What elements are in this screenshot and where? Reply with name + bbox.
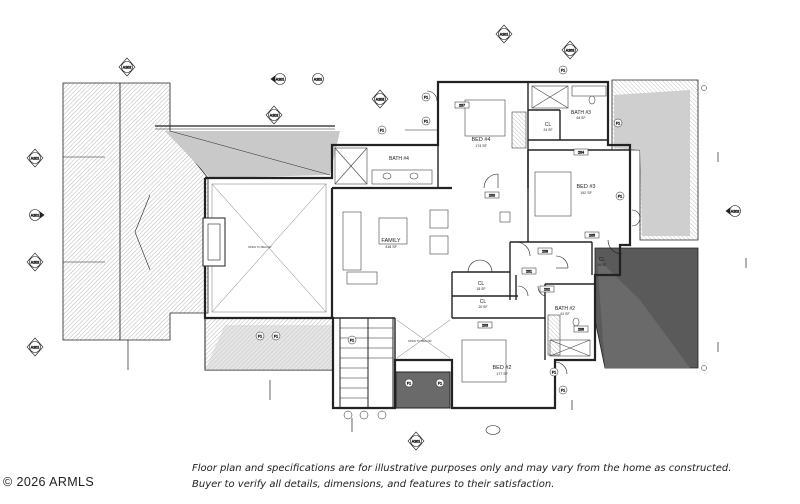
room-labels: BED #4 174 SF BATH #4 BATH #3 64 SF CL 2… xyxy=(381,110,606,376)
bath-fixtures xyxy=(334,85,607,357)
open-to-below-left xyxy=(202,183,327,313)
room-area: 61 SF xyxy=(560,312,569,316)
disclaimer-line-2: Buyer to verify all details, dimensions,… xyxy=(192,479,555,490)
svg-text:F1: F1 xyxy=(424,95,428,99)
svg-text:F1: F1 xyxy=(407,381,411,385)
svg-text:200: 200 xyxy=(489,194,495,198)
room-area: 64 SF xyxy=(576,116,585,120)
svg-text:203: 203 xyxy=(482,324,488,328)
grid-ticks xyxy=(127,152,747,432)
svg-text:F1: F1 xyxy=(616,121,620,125)
svg-text:A202: A202 xyxy=(376,98,384,102)
open-to-below-stair xyxy=(396,319,451,359)
disclaimer: Floor plan and specifications are for il… xyxy=(192,461,752,493)
svg-text:F1: F1 xyxy=(274,334,278,338)
svg-text:F1: F1 xyxy=(438,381,442,385)
svg-text:F1: F1 xyxy=(424,119,428,123)
note: OPEN TO BELOW xyxy=(248,245,272,249)
room-name: BED #3 xyxy=(577,184,596,190)
room-area: 192 SF xyxy=(580,191,592,195)
svg-text:202: 202 xyxy=(544,288,550,292)
svg-text:A201: A201 xyxy=(31,157,39,161)
svg-text:208: 208 xyxy=(542,250,548,254)
svg-text:A202: A202 xyxy=(31,261,39,265)
room-name: FAMILY xyxy=(381,238,400,244)
svg-text:A201: A201 xyxy=(276,78,284,82)
svg-text:201: 201 xyxy=(526,270,532,274)
svg-text:204: 204 xyxy=(578,151,584,155)
stairs xyxy=(339,317,394,409)
door-tags: 200 201 202 203 204 205 206 207 208 xyxy=(454,101,600,333)
svg-text:A202: A202 xyxy=(123,66,131,70)
svg-text:A201: A201 xyxy=(314,78,322,82)
left-roof xyxy=(62,82,335,341)
svg-text:F1: F1 xyxy=(561,68,565,72)
section-markers: A202 A201 A201 A202 A202 A201 A202 A201 … xyxy=(26,24,741,451)
storage-box xyxy=(395,371,451,409)
note: OPEN TO BELOW xyxy=(408,339,432,343)
room-name: BED #4 xyxy=(472,137,491,143)
room-area: 174 SF xyxy=(475,144,487,148)
room-name: BATH #2 xyxy=(555,306,575,312)
room-area: 418 SF xyxy=(385,245,397,249)
svg-text:F1: F1 xyxy=(258,334,262,338)
svg-text:F1: F1 xyxy=(618,194,622,198)
room-name: BATH #4 xyxy=(389,156,409,162)
room-name: CL xyxy=(545,122,552,128)
svg-text:F1: F1 xyxy=(552,370,556,374)
room-name: CL xyxy=(480,299,487,305)
svg-text:A202: A202 xyxy=(270,114,278,118)
room-area: 24 SF xyxy=(543,128,552,132)
disclaimer-line-1: Floor plan and specifications are for il… xyxy=(192,463,732,474)
svg-text:F1: F1 xyxy=(350,338,354,342)
svg-text:205: 205 xyxy=(589,234,595,238)
right-roof-upper xyxy=(611,79,699,241)
svg-text:A201: A201 xyxy=(500,33,508,37)
beds xyxy=(461,99,572,383)
copyright-text: 2026 ARMLS xyxy=(16,475,95,489)
svg-text:F1: F1 xyxy=(380,128,384,132)
room-area: 26 SF xyxy=(597,263,606,267)
room-area: 177 SF xyxy=(496,372,508,376)
room-name: CL xyxy=(478,281,485,287)
svg-text:A202: A202 xyxy=(731,210,739,214)
svg-text:A201: A201 xyxy=(31,346,39,350)
room-area: 20 SF xyxy=(478,305,487,309)
svg-text:A201: A201 xyxy=(412,440,420,444)
plan-notes: OPEN TO BELOW OPEN TO BELOW xyxy=(248,245,432,343)
door-swings xyxy=(426,90,641,375)
svg-text:A201: A201 xyxy=(31,214,39,218)
copyright-watermark: © 2026 ARMLS xyxy=(3,475,95,489)
room-name: BED #2 xyxy=(493,365,512,371)
room-name: CL xyxy=(599,257,606,263)
column-markers xyxy=(343,85,707,420)
svg-text:A202: A202 xyxy=(566,49,574,53)
svg-text:207: 207 xyxy=(459,104,465,108)
svg-text:206: 206 xyxy=(578,328,584,332)
window-tags: F1 F1 F1 F1 F1 F1 F1 F1 F1 F1 F1 F1 F1 xyxy=(255,65,625,395)
family-furniture xyxy=(342,209,511,285)
right-roof-lower xyxy=(594,247,699,369)
room-name: BATH #3 xyxy=(571,110,591,116)
svg-text:F1: F1 xyxy=(561,388,565,392)
roof-shade-top xyxy=(165,131,340,178)
room-area: 18 SF xyxy=(476,287,485,291)
